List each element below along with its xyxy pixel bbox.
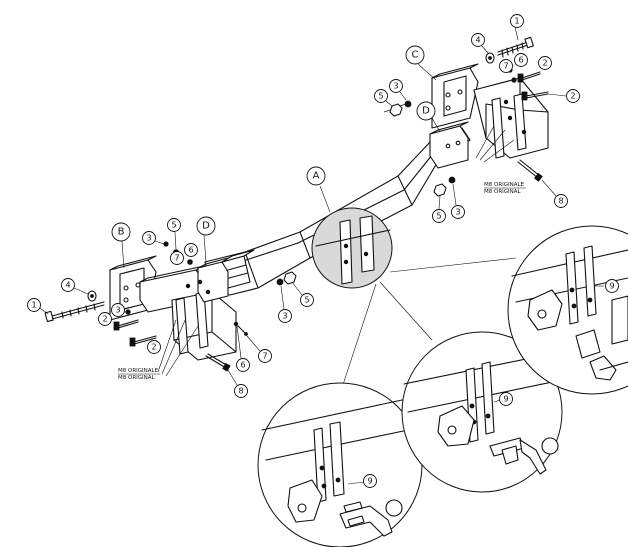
callout-3-left-top: 3 — [142, 231, 165, 245]
left-m8-note-line1: M8 ORIGINALE — [118, 368, 159, 374]
right-m8-note: M8 ORIGINALE M8 ORIGINAL — [475, 125, 526, 195]
right-bracket-assembly — [429, 63, 549, 169]
svg-text:8: 8 — [558, 197, 563, 206]
svg-text:1: 1 — [31, 301, 36, 310]
svg-text:3: 3 — [393, 82, 398, 91]
svg-text:3: 3 — [282, 312, 287, 321]
callout-4-left: 4 — [61, 278, 89, 295]
left-m8-note-line2: M8 ORIGINAL — [118, 375, 156, 381]
callout-8-left: 8 — [227, 369, 248, 398]
svg-text:5: 5 — [378, 92, 383, 101]
svg-text:5: 5 — [304, 296, 309, 305]
tube-nuts — [433, 176, 456, 197]
callout-3-left: 3 — [111, 303, 127, 317]
right-bolt-8 — [517, 159, 543, 182]
left-bolt-6-7 — [233, 321, 248, 336]
right-long-bolt — [497, 36, 534, 58]
callout-5-left-top: 5 — [167, 218, 181, 250]
callout-6-left-lower: 6 — [236, 325, 250, 372]
detail-leader-lines — [337, 257, 517, 401]
left-m8-note: M8 ORIGINALE M8 ORIGINAL — [118, 317, 199, 381]
left-bracket-assembly — [109, 249, 237, 361]
right-washer-hole — [488, 56, 492, 60]
callout-6-left: 6 — [184, 243, 198, 257]
svg-text:2: 2 — [570, 92, 575, 101]
callout-2-right: 2 — [547, 89, 580, 103]
svg-text:5: 5 — [436, 212, 441, 221]
svg-text:9: 9 — [367, 477, 372, 486]
svg-text:D: D — [422, 106, 430, 117]
svg-text:5: 5 — [171, 221, 176, 230]
letter-callout-a: A — [306, 166, 326, 186]
right-nuts-upper — [383, 100, 412, 117]
callout-2-right-top: 2 — [538, 56, 552, 70]
svg-text:2: 2 — [151, 343, 156, 352]
left-tube-nuts — [276, 271, 297, 286]
detail-a-magnifier — [311, 185, 393, 289]
svg-text:7: 7 — [174, 254, 179, 263]
svg-text:1: 1 — [514, 17, 519, 26]
callout-3-tube: 3 — [451, 183, 465, 219]
svg-text:3: 3 — [115, 306, 120, 315]
svg-text:6: 6 — [518, 56, 523, 65]
callout-9-middle-detail: 9 — [499, 392, 513, 406]
svg-text:4: 4 — [65, 281, 70, 290]
letter-callout-d-right: D — [416, 101, 441, 133]
callout-3-right-top: 3 — [389, 79, 407, 101]
svg-text:D: D — [202, 221, 210, 232]
svg-text:A: A — [313, 171, 320, 182]
detail-view-right — [507, 225, 628, 395]
callout-9-right-detail: 9 — [605, 279, 619, 293]
callout-7-left: 7 — [170, 251, 184, 265]
svg-text:C: C — [412, 50, 419, 61]
svg-text:3: 3 — [455, 208, 460, 217]
left-long-bolt — [44, 301, 105, 323]
callout-1-right: 1 — [510, 14, 524, 41]
svg-text:2: 2 — [542, 59, 547, 68]
callout-5-right-top: 5 — [374, 89, 393, 107]
svg-text:7: 7 — [503, 62, 508, 71]
callout-3-tube-left: 3 — [278, 285, 292, 323]
svg-text:9: 9 — [503, 395, 508, 404]
left-small-bolts — [113, 241, 169, 347]
detail-view-middle — [401, 331, 563, 493]
callout-8-right: 8 — [541, 179, 568, 208]
svg-text:4: 4 — [475, 36, 480, 45]
right-m8-note-line2: M8 ORIGINAL — [484, 189, 522, 195]
left-washer-hole — [90, 294, 94, 298]
callout-9-left-detail: 9 — [363, 474, 377, 488]
right-m8-note-line1: M8 ORIGINALE — [484, 182, 525, 188]
svg-text:7: 7 — [262, 352, 267, 361]
callout-2-left-lower: 2 — [147, 340, 161, 354]
left-bolt-8 — [205, 353, 231, 372]
callout-7-right: 7 — [499, 59, 513, 73]
callout-5-tube: 5 — [432, 195, 446, 223]
svg-text:6: 6 — [240, 361, 245, 370]
callout-7-left-lower: 7 — [246, 335, 272, 363]
callout-2-left-upper: 2 — [98, 312, 112, 326]
svg-text:8: 8 — [238, 387, 243, 396]
letter-callout-d-left: D — [196, 216, 216, 263]
svg-text:3: 3 — [146, 234, 151, 243]
svg-text:9: 9 — [609, 282, 614, 291]
callout-5-tube-left: 5 — [291, 281, 314, 307]
svg-text:B: B — [118, 227, 125, 238]
svg-text:2: 2 — [102, 315, 107, 324]
callout-6-right: 6 — [514, 53, 528, 67]
callout-1-left: 1 — [27, 298, 49, 315]
detail-view-left — [257, 382, 423, 547]
letter-callout-c: C — [405, 45, 437, 81]
letter-callout-b: B — [111, 222, 131, 269]
callout-4-right: 4 — [471, 33, 489, 54]
svg-text:6: 6 — [188, 246, 193, 255]
